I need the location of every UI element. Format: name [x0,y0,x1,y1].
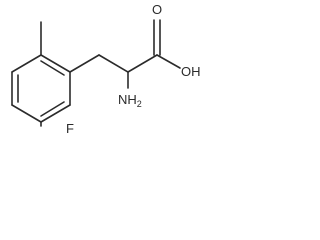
ring-bond-c4-c5 [11,104,42,123]
amine-label-main: NH [118,92,137,107]
oxygen-double-label: O [152,2,162,17]
fluorine-label: F [66,121,74,136]
ring-bond-c2-c3 [11,54,42,73]
ring-bond-c5-c6 [40,104,71,123]
molecule-structure: O OH NH2 F [11,2,201,136]
amine-label: NH2 [118,92,142,109]
amine-label-subscript: 2 [137,99,142,109]
alpha-carbon-bond [98,54,129,73]
ring-double-bond-inner-3 [40,101,65,117]
ring-double-bond-inner-1 [40,60,65,76]
carboxyl-carbon-bond [127,54,158,73]
hydroxyl-label: OH [181,64,201,79]
hydroxyl-bond [156,54,181,69]
ring-bond-c1-c2 [40,54,71,73]
ch2-bond [69,54,100,73]
